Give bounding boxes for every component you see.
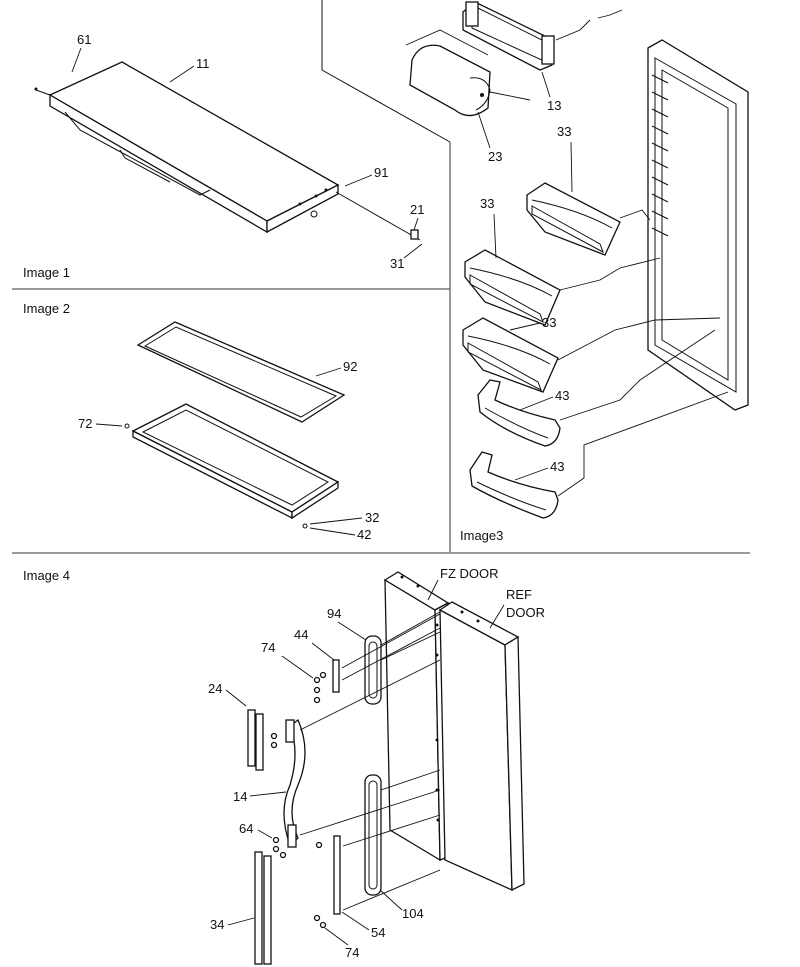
image3-callouts: 13 23 33 33 33 43 43 — [477, 71, 573, 481]
callout-31: 31 — [390, 256, 404, 271]
handle-14 — [283, 718, 306, 848]
shelf-screw-91 — [310, 210, 318, 218]
callout-74-lower: 74 — [345, 945, 359, 960]
label-fz-door: FZ DOOR — [440, 566, 499, 581]
callout-33-lower: 33 — [542, 315, 556, 330]
callout-23: 23 — [488, 149, 502, 164]
door-shelf-43-lower — [469, 451, 559, 519]
image4-labels: FZ DOOR REF DOOR 94 44 74 24 14 64 34 10… — [208, 566, 545, 960]
door-bin-33-top — [526, 182, 621, 256]
image2-callouts: 92 72 32 42 — [78, 359, 379, 542]
callout-74-upper: 74 — [261, 640, 275, 655]
refrigerator-door-ref — [438, 601, 525, 892]
callout-32: 32 — [365, 510, 379, 525]
callout-94: 94 — [327, 606, 341, 621]
trim-104 — [364, 774, 382, 896]
glass-shelf-assembly — [124, 321, 346, 529]
shelf-side-edge — [266, 183, 339, 234]
label-ref-door-line1: REF — [506, 587, 532, 602]
dairy-compartment-13 — [462, 1, 555, 71]
door-bin-33-lower — [462, 317, 559, 393]
callout-24: 24 — [208, 681, 222, 696]
callout-92: 92 — [343, 359, 357, 374]
callout-14: 14 — [233, 789, 247, 804]
callout-42: 42 — [357, 527, 371, 542]
panel-label-image2: Image 2 — [23, 301, 70, 316]
door-outer — [647, 39, 749, 411]
callout-61: 61 — [77, 32, 91, 47]
ref-door-face — [439, 608, 513, 892]
shelf-rod — [335, 191, 421, 241]
panel-label-image4: Image 4 — [23, 568, 70, 583]
callout-44: 44 — [294, 627, 308, 642]
dairy-cover-23 — [409, 44, 491, 117]
divider-diagonal — [321, 0, 451, 143]
screws-74-upper — [313, 671, 327, 704]
shelf-clip-21 — [410, 229, 419, 240]
callout-91: 91 — [374, 165, 388, 180]
shelf-top — [48, 61, 340, 222]
panel-label-image3: Image3 — [460, 528, 503, 543]
callout-72: 72 — [78, 416, 92, 431]
trim-24 — [247, 709, 264, 771]
mount-bracket-44 — [332, 659, 340, 693]
door-bin-33-middle — [464, 249, 561, 326]
screws-74-lower — [313, 841, 327, 929]
panel-label-image1: Image 1 — [23, 265, 70, 280]
callout-34: 34 — [210, 917, 224, 932]
callout-11: 11 — [196, 56, 210, 71]
callout-13: 13 — [547, 98, 561, 113]
frame-screw-42 — [302, 523, 308, 529]
mount-bracket-54 — [333, 835, 341, 915]
shelf-assembly — [34, 61, 421, 241]
door-shelf-supports — [651, 74, 669, 237]
image1-callouts: 61 11 91 21 31 — [71, 32, 424, 271]
refrigerator-door-liner — [647, 39, 749, 411]
callout-33-top: 33 — [557, 124, 571, 139]
shelf-under-rail — [64, 111, 211, 196]
callout-64: 64 — [239, 821, 253, 836]
callout-43-lower: 43 — [550, 459, 564, 474]
screws-64 — [270, 732, 287, 859]
frame-screw-72 — [124, 423, 130, 429]
label-ref-door-line2: DOOR — [506, 605, 545, 620]
trim-34 — [254, 851, 272, 965]
callout-21: 21 — [410, 202, 424, 217]
callout-33-middle: 33 — [480, 196, 494, 211]
callout-104: 104 — [402, 906, 424, 921]
image4-leader-lines — [299, 611, 441, 911]
door-shelf-43-upper — [477, 379, 561, 447]
glass-panel-92 — [136, 321, 346, 423]
callout-43-upper: 43 — [555, 388, 569, 403]
callout-54: 54 — [371, 925, 385, 940]
